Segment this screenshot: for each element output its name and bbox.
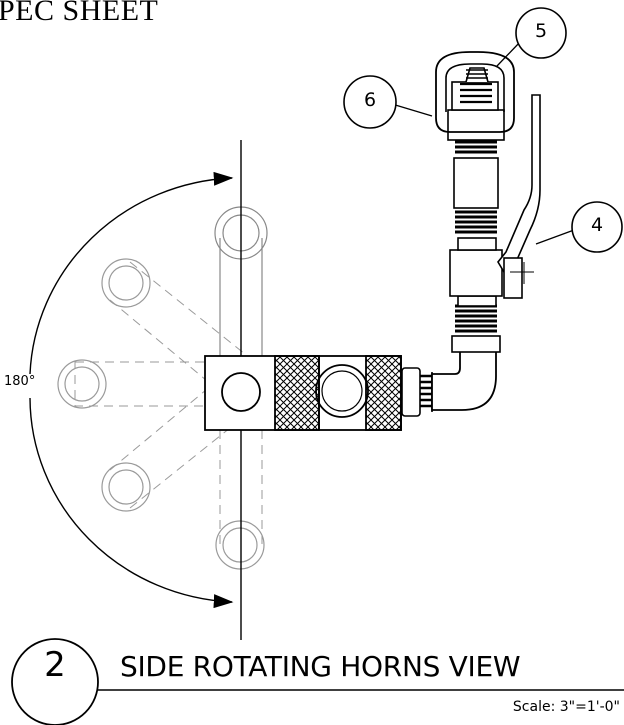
view-title: SIDE ROTATING HORNS VIEW	[120, 650, 521, 683]
sheet-header-title: PEC SHEET	[0, 0, 159, 27]
callout-5-label: 5	[534, 20, 548, 42]
valve-assembly	[435, 51, 515, 353]
view-number-bubble	[11, 638, 99, 725]
valve-handle	[497, 94, 541, 299]
dimension-arc-lower	[29, 397, 234, 609]
callout-bubbles	[343, 7, 623, 253]
elbow-fitting	[431, 349, 497, 411]
horn-body	[204, 355, 402, 431]
fitting-nut	[401, 367, 433, 417]
callout-leaders	[391, 41, 575, 245]
dimension-arc-upper	[29, 171, 234, 375]
rotation-angle-label: 180°	[4, 374, 36, 389]
view-number: 2	[44, 645, 66, 685]
callout-6-bubble	[343, 75, 397, 129]
scale-note: Scale: 3"=1'-0"	[512, 699, 620, 715]
callout-5-bubble	[515, 7, 567, 59]
ghost-horn-circles	[57, 258, 265, 570]
callout-4-label: 4	[590, 214, 604, 236]
callout-4-bubble	[571, 201, 623, 253]
callout-6-label: 6	[363, 89, 377, 111]
